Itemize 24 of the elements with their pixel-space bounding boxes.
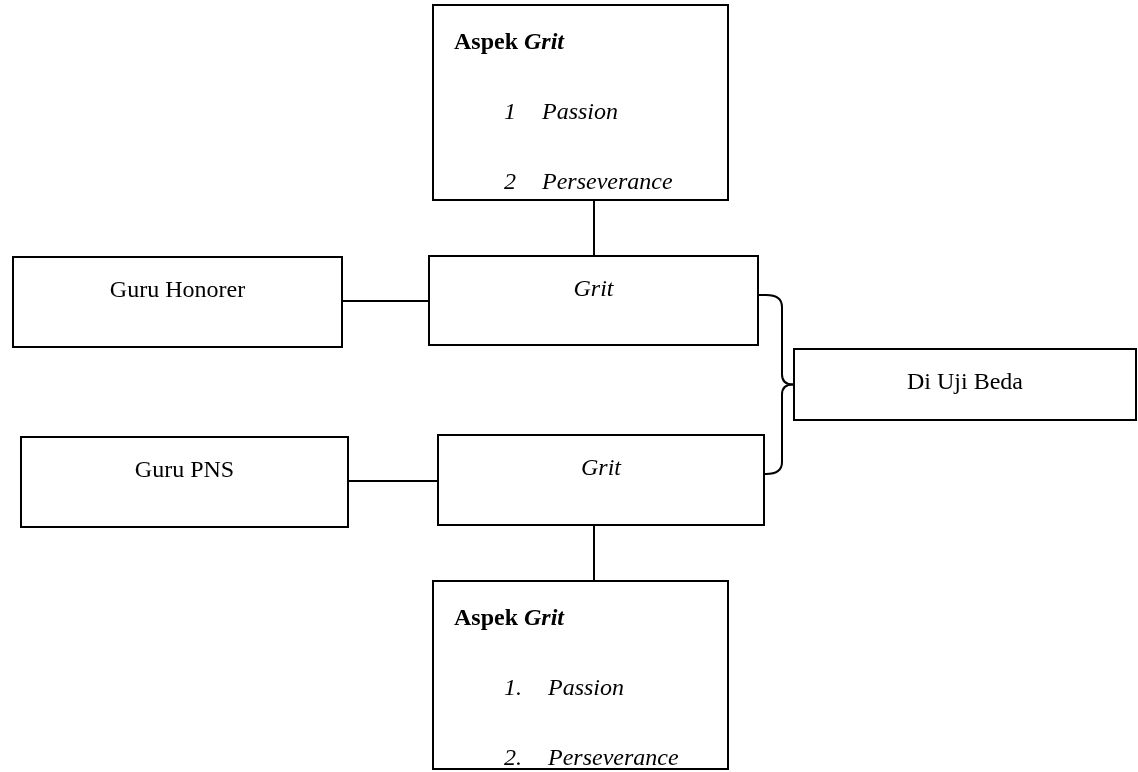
heading: Aspek Grit [454, 28, 565, 55]
text-box [12, 256, 343, 348]
text-box [20, 436, 349, 528]
label: Guru PNS [133, 456, 236, 483]
heading: Aspek Grit [454, 604, 565, 631]
text-box [432, 4, 729, 201]
text-box [437, 434, 765, 526]
list-item: 1. Passion [504, 674, 624, 701]
brace-connector [764, 383, 794, 475]
connector-line [342, 300, 429, 302]
connector-line [348, 480, 438, 482]
label: Grit [572, 275, 615, 302]
text-box [793, 348, 1137, 421]
label: Di Uji Beda [906, 368, 1024, 395]
list-item: 2. Perseverance [504, 744, 679, 771]
connector-line [593, 525, 595, 581]
label: Grit [580, 454, 623, 481]
connector-line [593, 200, 595, 256]
list-item: 2 Perseverance [504, 168, 673, 195]
brace-connector [758, 294, 794, 386]
list-item: 1 Passion [504, 98, 618, 125]
label: Guru Honorer [108, 276, 247, 303]
text-box [428, 255, 759, 346]
text-box [432, 580, 729, 770]
